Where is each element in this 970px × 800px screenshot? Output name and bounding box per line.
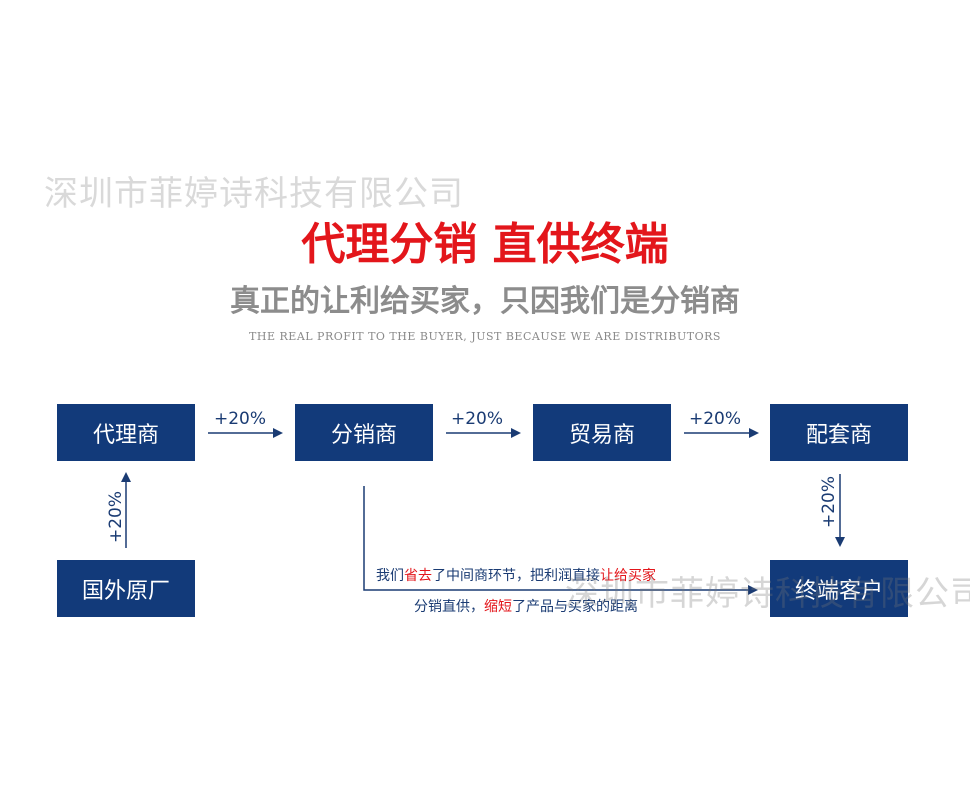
node-end-customer: 终端客户 [770, 560, 908, 617]
markup-trader-to-supplier: +20% [689, 409, 742, 429]
watermark-bottom: 深圳市菲婷诗科技有限公司 [565, 574, 970, 614]
note-1-part-a: 我们 [376, 568, 404, 584]
node-agent: 代理商 [57, 404, 195, 461]
arrow-distributor-to-customer [363, 486, 758, 595]
title-part-2: 直供终端 [492, 219, 669, 270]
markup-agent-to-distributor: +20% [214, 409, 267, 429]
node-overseas-factory: 国外原厂 [57, 560, 195, 617]
note-1-part-c: 了中间商环节，把利润直接 [432, 568, 600, 584]
title-part-1: 代理分销 [301, 219, 478, 270]
note-2-part-a: 分销直供， [414, 599, 484, 615]
markup-distributor-to-trader: +20% [451, 409, 504, 429]
note-line-2: 分销直供，缩短了产品与买家的距离 [414, 596, 638, 616]
note-1-highlight-b: 让给买家 [600, 568, 656, 584]
note-1-highlight-a: 省去 [404, 568, 432, 584]
note-2-highlight: 缩短 [484, 599, 512, 615]
tagline: THE REAL PROFIT TO THE BUYER, JUST BECAU… [249, 330, 721, 343]
node-supplier: 配套商 [770, 404, 908, 461]
subtitle: 真正的让利给买家，只因我们是分销商 [230, 284, 740, 319]
note-2-part-c: 了产品与买家的距离 [512, 599, 638, 615]
node-trader: 贸易商 [533, 404, 671, 461]
note-line-1: 我们省去了中间商环节，把利润直接让给买家 [376, 565, 656, 585]
markup-factory-to-agent: +20% [106, 490, 127, 544]
main-title: 代理分销 直供终端 [0, 208, 970, 272]
markup-supplier-to-customer: +20% [819, 475, 840, 529]
node-distributor: 分销商 [295, 404, 433, 461]
watermark-top: 深圳市菲婷诗科技有限公司 [44, 174, 464, 214]
